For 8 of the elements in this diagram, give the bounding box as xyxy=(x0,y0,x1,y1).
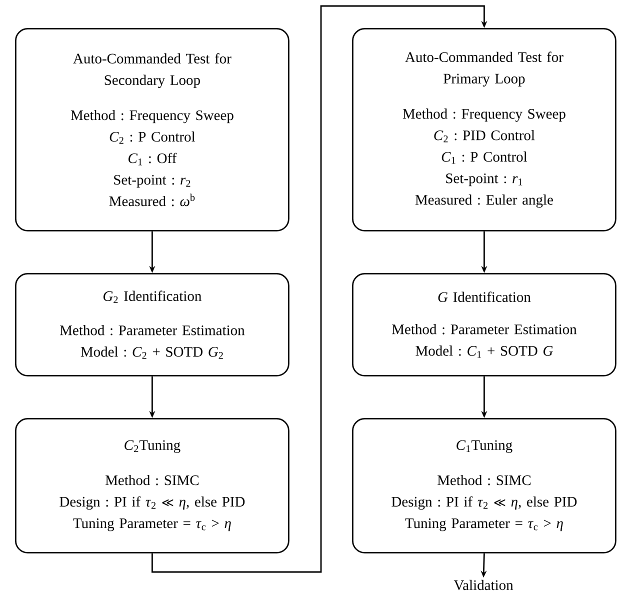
process-box: Auto-Commanded Test for Primary Loop Method : Frequency Sweep C$_{2}$ : PID Control C$_{1}$ : P Control Set-point : r$_{1}$ Measured : Euler angle xyxy=(352,28,616,232)
process-box: G$_{2}$ Identification Method : Parameter Estimation Model : C$_{2}$ + SOTD G$_{2}$ xyxy=(15,273,290,376)
arrow xyxy=(152,5,488,573)
process-box: C$_{2}$Tuning Method : SIMC Design : PI if τ$_{2}$ ≪ η, else PID Tuning Parameter = τ$_{c}$ > η xyxy=(15,418,290,554)
process-box: G Identification Method : Parameter Estimation Model : C$_{1}$ + SOTD G xyxy=(352,273,616,376)
process-box: C$_{1}$Tuning Method : SIMC Design : PI if τ$_{2}$ ≪ η, else PID Tuning Parameter = τ$_{c}$ > η xyxy=(352,418,616,554)
text-label: Validation xyxy=(454,580,514,590)
process-box: Auto-Commanded Test for Secondary Loop Method : Frequency Sweep C$_{2}$ : P Control C$_{1}$ : Off Set-point : r$_{2}$ Measured : ω$^{b}$ xyxy=(15,28,290,232)
